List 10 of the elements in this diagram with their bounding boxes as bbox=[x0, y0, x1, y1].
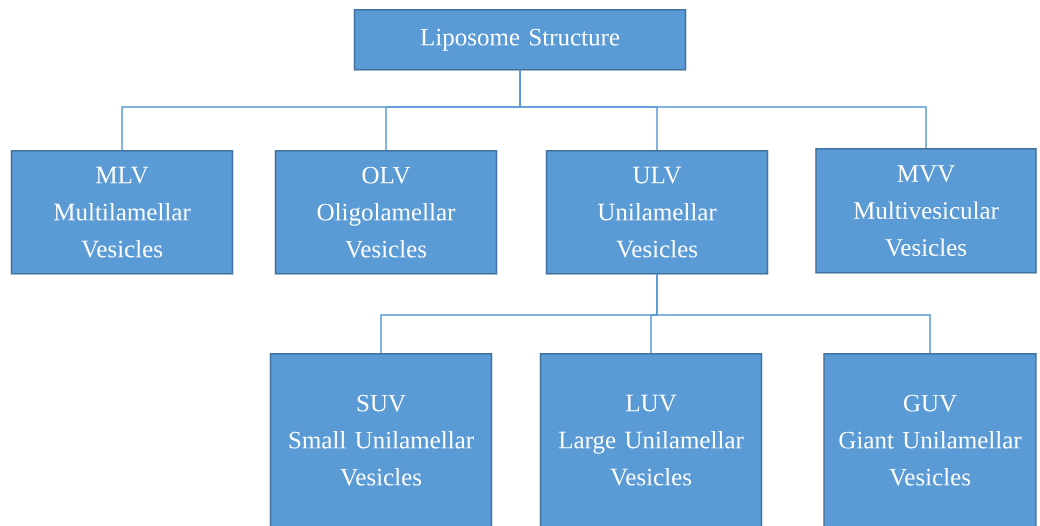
category-box: LUV Large Unilamellar Vesicles bbox=[539, 353, 763, 526]
category-box: MLV Multilamellar Vesicles bbox=[10, 150, 234, 275]
title-box: Liposome Structure bbox=[353, 9, 687, 71]
category-box: OLV Oligolamellar Vesicles bbox=[274, 150, 498, 275]
category-box: SUV Small Unilamellar Vesicles bbox=[269, 353, 493, 526]
connector-line bbox=[656, 273, 931, 354]
category-box: ULV Unilamellar Vesicles bbox=[545, 150, 769, 275]
category-box: MVV Multivesicular Vesicles bbox=[815, 148, 1037, 274]
category-box: GUV Giant Unilamellar Vesicles bbox=[823, 353, 1037, 526]
connector-line bbox=[519, 69, 927, 149]
